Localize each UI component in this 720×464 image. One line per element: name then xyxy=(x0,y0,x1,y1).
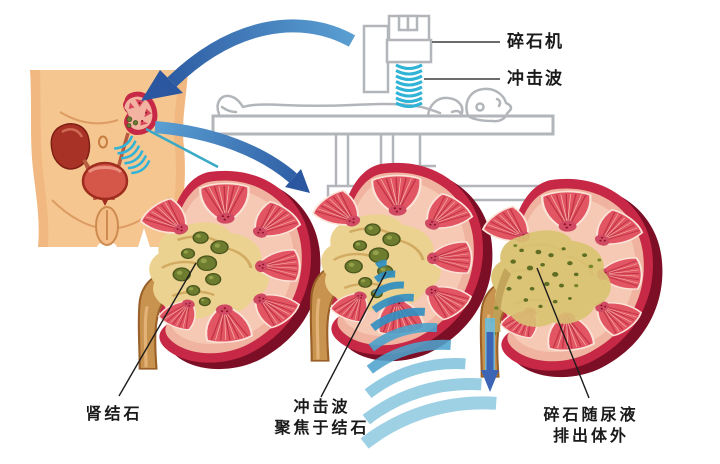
abdomen-shockwave-coil-icon xyxy=(114,135,151,175)
pointer-lines xyxy=(118,262,590,399)
treatment-table xyxy=(211,114,555,136)
abdomen-kidney-cutaway xyxy=(123,91,158,135)
shockwave-coil-icon xyxy=(395,63,423,108)
pointer-line-focus xyxy=(320,271,387,398)
kidney-stage-stones xyxy=(138,171,321,369)
lithotripter-machine xyxy=(362,14,433,94)
genital-outline xyxy=(95,206,119,246)
torso-illustration xyxy=(30,70,219,247)
stage3-label-line2: 排出体外 xyxy=(552,426,630,445)
stage3-label: 碎石随尿液 排出体外 xyxy=(543,404,638,446)
curved-arrow-down-right-icon xyxy=(154,121,310,193)
bladder xyxy=(81,161,129,206)
stage1-label: 肾结石 xyxy=(85,404,143,423)
stage3-label-line1: 碎石随尿液 xyxy=(543,405,639,424)
shockwave-label: 冲击波 xyxy=(507,69,564,89)
stage2-label-line2: 聚焦于结石 xyxy=(274,418,370,437)
machine-label: 碎石机 xyxy=(507,32,564,52)
zoom-beam-line xyxy=(145,127,219,169)
navel xyxy=(98,135,108,149)
label-leader-lines xyxy=(424,41,500,80)
pointer-line-stones xyxy=(118,262,197,397)
shockwave-fan xyxy=(360,259,497,449)
stage2-label-line1: 冲击波 xyxy=(293,397,351,416)
kidney-stage-clear xyxy=(480,179,663,377)
stage2-label: 冲击波 聚焦于结石 xyxy=(274,396,369,438)
curved-arrow-down-left-icon xyxy=(141,19,356,101)
pointer-line-expel xyxy=(536,267,590,399)
urine-flow xyxy=(481,318,499,392)
down-arrow-icon xyxy=(481,332,499,392)
